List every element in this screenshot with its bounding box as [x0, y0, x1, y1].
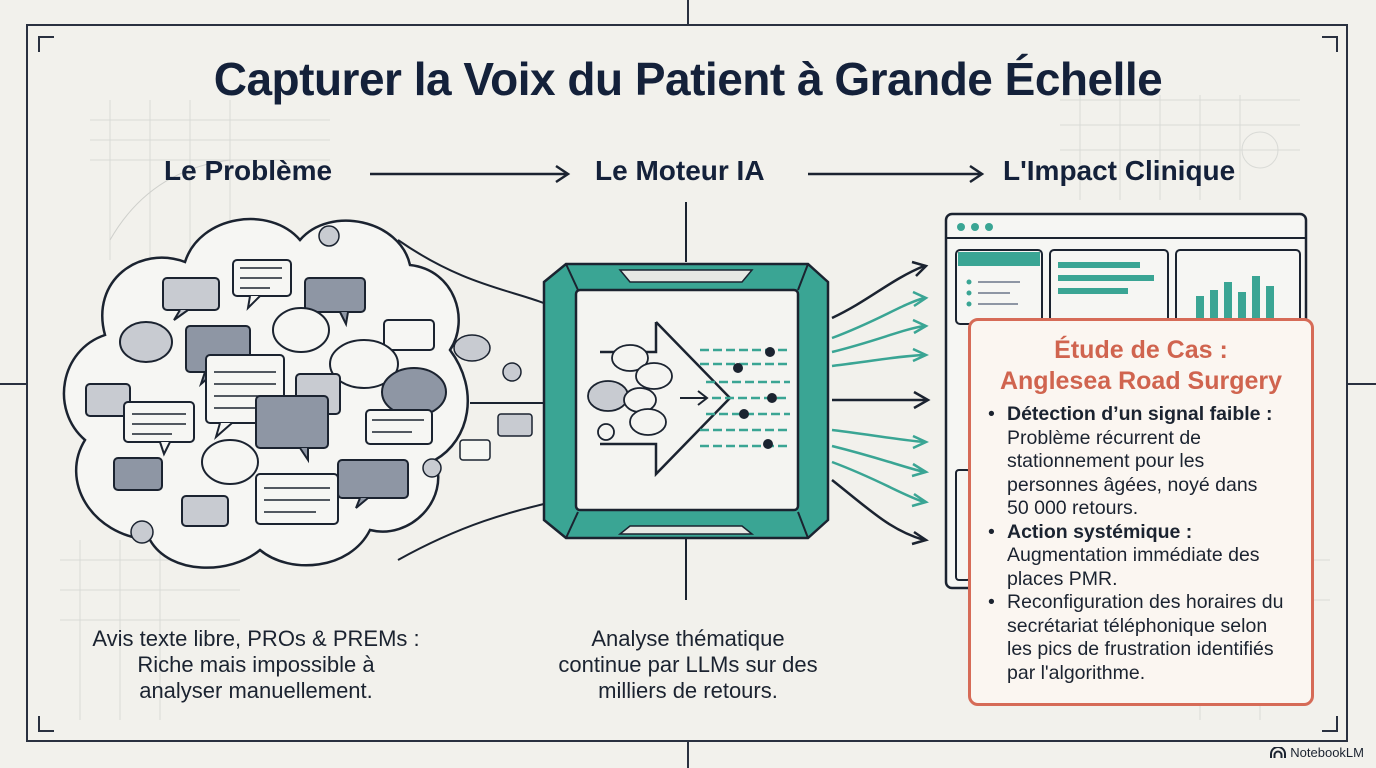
case-study-item-systemic-action: • Action systémique : Augmentation imméd… [985, 521, 1303, 592]
item-line: Reconfiguration des horaires du [1007, 591, 1284, 613]
frame-corner-top-right [1322, 36, 1338, 52]
frame-corner-top-left [38, 36, 54, 52]
column-heading-ai-engine: Le Moteur IA [595, 155, 765, 186]
column-heading-clinical-impact: L'Impact Clinique [1003, 155, 1236, 186]
badge-label: NotebookLM [1290, 745, 1364, 760]
case-study-title: Étude de Cas : Anglesea Road Surgery [971, 335, 1311, 397]
outer-frame [26, 24, 1348, 742]
item-line: places PMR. [1007, 567, 1118, 590]
case-study-title-line: Anglesea Road Surgery [999, 367, 1283, 395]
caption-line: milliers de retours. [598, 678, 778, 703]
frame-tick-right [1348, 383, 1376, 385]
caption-line: analyser manuellement. [139, 678, 373, 703]
caption-line: continue par LLMs sur des [558, 652, 818, 677]
frame-corner-bottom-left [38, 716, 54, 732]
ai-engine-chip [542, 262, 830, 540]
item-line: par l'algorithme. [1007, 661, 1146, 684]
bullet-icon: • [988, 403, 995, 425]
item-line: stationnement pour les [1007, 450, 1205, 472]
feedback-cloud [62, 217, 564, 569]
item-heading: Action systémique : [1007, 520, 1193, 543]
flow-arrow-1 [370, 164, 571, 184]
item-line: 50 000 retours. [1007, 497, 1139, 519]
page-title: Capturer la Voix du Patient à Grande Éch… [213, 53, 1163, 105]
item-line: Augmentation immédiate des [1007, 544, 1260, 566]
ai-engine-caption: Analyse thématique continue par LLMs sur… [508, 626, 868, 704]
flow-arrow-2 [808, 164, 985, 184]
frame-corner-bottom-right [1322, 716, 1338, 732]
blueprint-grid [60, 95, 1330, 720]
caption-line: Avis texte libre, PROs & PREMs : [92, 626, 420, 651]
case-study-title-line: Étude de Cas : [1054, 336, 1228, 364]
caption-line: Analyse thématique [591, 626, 785, 651]
frame-tick-bottom [687, 742, 689, 768]
notebooklm-badge: NotebookLM [1270, 745, 1364, 760]
notebooklm-logo-icon [1270, 746, 1287, 758]
item-line: les pics de frustration identifiés [1007, 638, 1274, 660]
case-study-card: Étude de Cas : Anglesea Road Surgery • D… [968, 318, 1314, 706]
item-line: secrétariat téléphonique selon [1007, 614, 1268, 637]
problem-caption: Avis texte libre, PROs & PREMs : Riche m… [56, 626, 456, 704]
frame-tick-left [0, 383, 26, 385]
case-study-item-reconfiguration: • Reconfiguration des horaires du secrét… [985, 591, 1303, 685]
case-study-item-weak-signal: • Détection d’un signal faible : Problèm… [985, 403, 1303, 521]
item-line: Problème récurrent de [1007, 426, 1202, 449]
case-study-list: • Détection d’un signal faible : Problèm… [985, 403, 1303, 685]
item-line: personnes âgées, noyé dans [1007, 473, 1258, 496]
column-heading-problem: Le Problème [164, 155, 333, 186]
bullet-icon: • [988, 520, 995, 543]
output-arrows [831, 260, 931, 546]
caption-line: Riche mais impossible à [137, 652, 375, 677]
item-heading: Détection d’un signal faible : [1007, 403, 1273, 425]
bullet-icon: • [988, 591, 995, 613]
frame-tick-top [687, 0, 689, 24]
